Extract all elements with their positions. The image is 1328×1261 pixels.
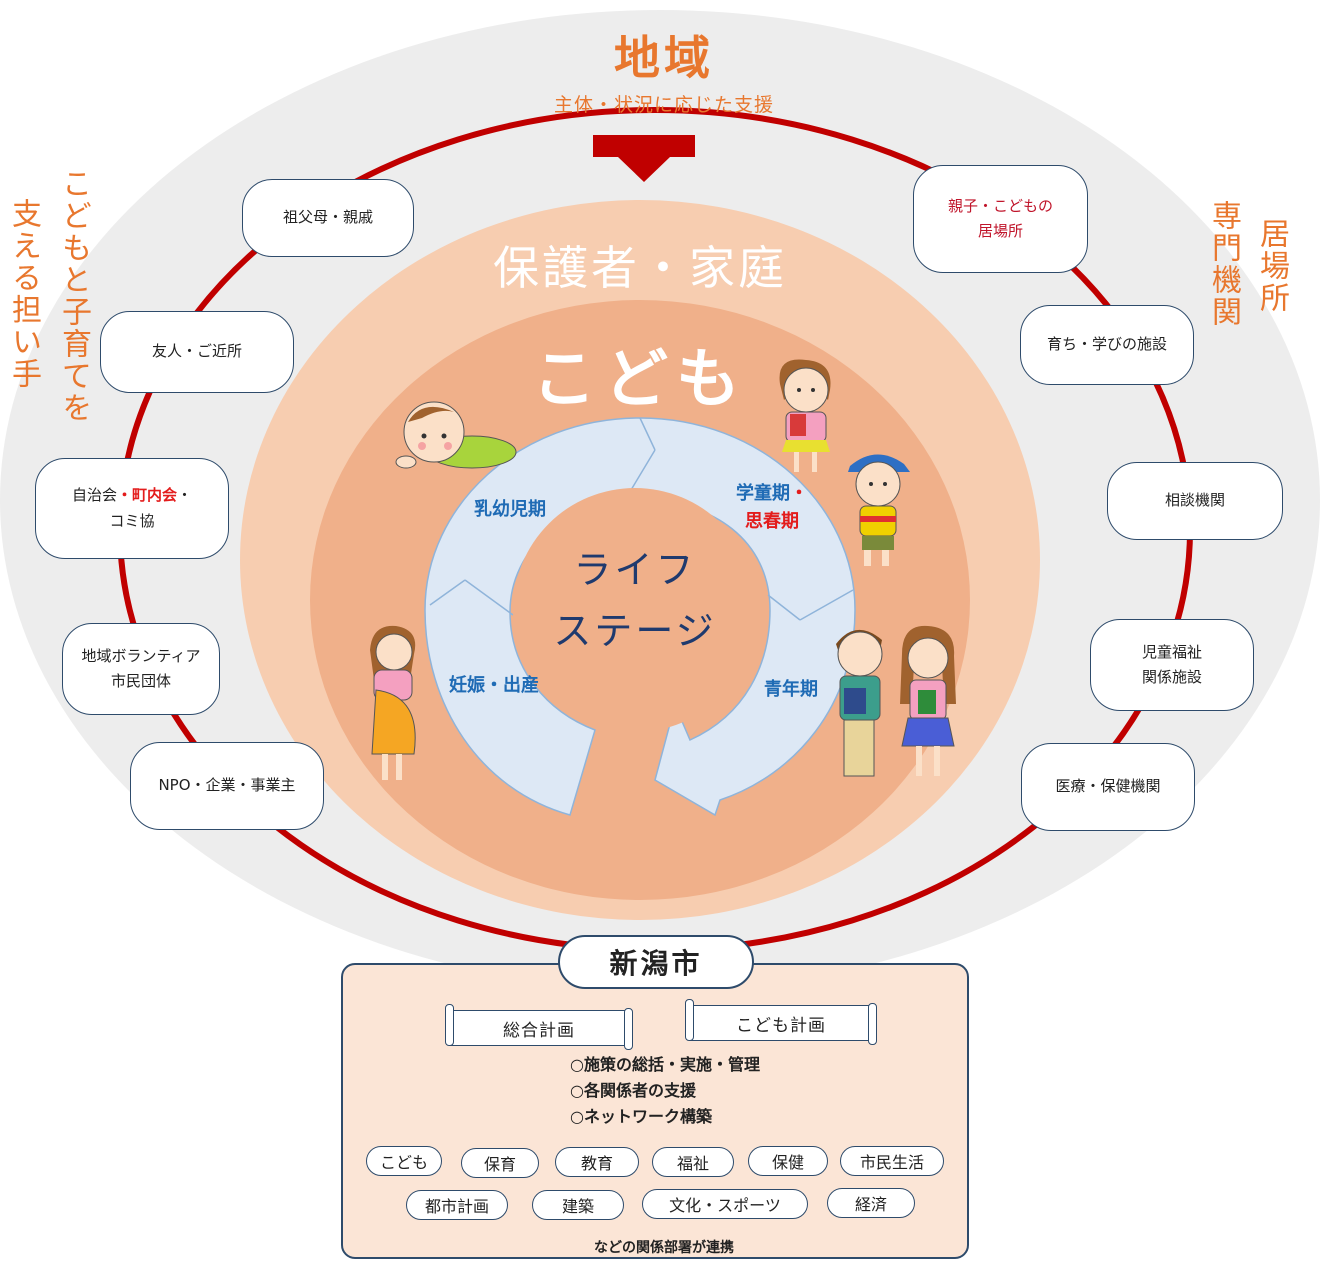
dept-architecture: 建築 <box>532 1190 624 1220</box>
dept-health: 保健 <box>748 1146 828 1176</box>
stage-pregnancy: 妊娠・出産 <box>449 675 539 696</box>
left-caption-col2: 支える担い手 <box>6 198 41 390</box>
region-title: 地域 <box>614 31 714 85</box>
dept-urban-planning: 都市計画 <box>406 1190 508 1220</box>
dept-education: 教育 <box>555 1147 639 1177</box>
supporter-grandparents: 祖父母・親戚 <box>242 179 414 257</box>
stage-youth: 青年期 <box>764 679 818 700</box>
baby-illustration <box>395 401 517 469</box>
dept-civic-life: 市民生活 <box>840 1146 944 1176</box>
family-label: 保護者・家庭 <box>493 241 787 295</box>
supporter-volunteers: 地域ボランティア 市民団体 <box>62 623 220 715</box>
dept-children: こども <box>366 1146 442 1176</box>
plan-children: こども計画 <box>685 999 877 1045</box>
city-note: などの関係部署が連携 <box>594 1240 734 1256</box>
young-woman-illustration <box>900 625 956 776</box>
dept-culture-sports: 文化・スポーツ <box>642 1189 808 1219</box>
dept-economy: 経済 <box>827 1188 915 1218</box>
right-caption-col2: 専門機関 <box>1206 200 1241 328</box>
place-child-spaces: 親子・こどもの 居場所 <box>913 165 1088 273</box>
role-item: ○ネットワーク構築 <box>570 1107 712 1126</box>
child-label: こども <box>532 343 748 417</box>
dept-childcare: 保育 <box>461 1148 539 1178</box>
schoolboy-illustration <box>848 454 910 566</box>
supporter-friends: 友人・ご近所 <box>100 311 294 393</box>
plan-comprehensive: 総合計画 <box>445 1004 633 1050</box>
place-medical-health: 医療・保健機関 <box>1021 743 1195 831</box>
supporter-npo-business: NPO・企業・事業主 <box>130 742 324 830</box>
down-arrow-icon <box>593 135 695 182</box>
stage-infant: 乳幼児期 <box>474 499 546 520</box>
city-title: 新潟市 <box>558 935 754 989</box>
place-consultation: 相談機関 <box>1107 462 1283 540</box>
pregnant-woman-illustration <box>370 625 416 780</box>
supporter-neighborhood-assoc: 自治会・町内会・ コミ協 <box>35 458 229 559</box>
city-roles: ○施策の総括・実施・管理 ○各関係者の支援 ○ネットワーク構築 <box>570 1052 760 1130</box>
stage-school: 学童期・ 思春期 <box>736 483 808 532</box>
dept-welfare: 福祉 <box>652 1147 734 1177</box>
place-learning-facilities: 育ち・学びの施設 <box>1020 305 1194 385</box>
role-item: ○施策の総括・実施・管理 <box>570 1055 760 1074</box>
role-item: ○各関係者の支援 <box>570 1081 696 1100</box>
lifestage-cycle <box>424 417 856 817</box>
region-subtitle: 主体・状況に応じた支援 <box>553 94 774 116</box>
right-caption-col1: 居場所 <box>1254 218 1289 314</box>
schoolgirl-illustration <box>779 359 831 472</box>
lifestage-center: ライフ ステージ <box>553 548 717 653</box>
young-man-illustration <box>836 629 883 777</box>
place-child-welfare: 児童福祉 関係施設 <box>1090 619 1254 711</box>
left-caption-col1: こどもと子育てを <box>56 168 91 424</box>
